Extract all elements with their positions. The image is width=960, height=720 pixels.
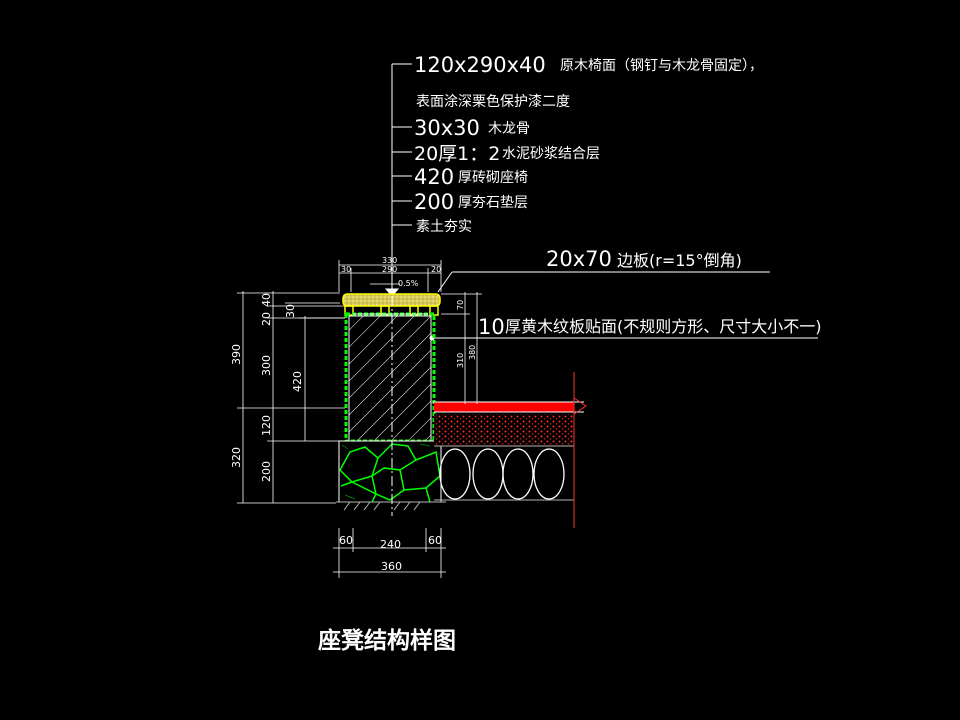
dim-bottom-360: 360	[381, 560, 402, 573]
dim-left-420: 420	[291, 371, 304, 392]
paving-section	[434, 372, 587, 528]
drawing-title: 座凳结构样图	[318, 627, 456, 654]
svg-text:水泥砂浆结合层: 水泥砂浆结合层	[502, 146, 600, 162]
callout-mortar: 20厚1：2 水泥砂浆结合层	[414, 143, 600, 165]
dim-left-30: 30	[284, 304, 297, 318]
svg-text:厚砖砌座椅: 厚砖砌座椅	[458, 170, 528, 186]
svg-text:20厚1：2: 20厚1：2	[414, 143, 500, 165]
svg-text:边板(r=15°倒角): 边板(r=15°倒角)	[617, 251, 742, 270]
ground-marks	[336, 501, 446, 511]
left-dimensions	[237, 291, 345, 504]
dim-right-70: 70	[456, 300, 465, 310]
callout-leader	[384, 63, 412, 297]
callout-keel: 30x30 木龙骨	[414, 116, 530, 140]
dim-bottom-240: 240	[380, 538, 401, 551]
svg-text:420: 420	[414, 165, 454, 189]
dim-bottom-60a: 60	[339, 534, 353, 547]
svg-text:20x70: 20x70	[546, 247, 612, 271]
svg-text:10: 10	[478, 315, 505, 339]
bottom-dimensions	[333, 528, 446, 578]
top-dimensions	[338, 260, 442, 292]
svg-text:30x30: 30x30	[414, 116, 480, 140]
dim-left-300: 300	[260, 355, 273, 376]
dim-top-left: 30	[341, 265, 351, 274]
dim-top-total: 330	[382, 256, 397, 265]
svg-text:木龙骨: 木龙骨	[488, 121, 530, 137]
gravel-foundation	[338, 440, 442, 503]
dim-left-40: 40	[260, 293, 273, 307]
dim-top-right: 20	[431, 265, 441, 274]
brick-bench-body	[344, 312, 436, 443]
right-dimensions	[432, 292, 482, 404]
callout-edge-board: 20x70 边板(r=15°倒角)	[437, 247, 770, 293]
dim-left-20: 20	[260, 312, 273, 326]
dim-right-380: 380	[468, 345, 477, 360]
callout-veneer: 10 厚黄木纹板贴面(不规则方形、尺寸大小不一)	[429, 315, 822, 341]
svg-text:120x290x40: 120x290x40	[414, 53, 546, 77]
dim-left-120: 120	[260, 415, 273, 436]
dim-left-390: 390	[230, 344, 243, 365]
dim-right-310: 310	[456, 353, 465, 368]
svg-text:200: 200	[414, 190, 454, 214]
svg-text:厚夯石垫层: 厚夯石垫层	[458, 195, 528, 211]
svg-text:原木椅面（钢钉与木龙骨固定），: 原木椅面（钢钉与木龙骨固定），	[560, 58, 763, 74]
dim-left-200: 200	[260, 461, 273, 482]
svg-text:厚黄木纹板贴面(不规则方形、尺寸大小不一): 厚黄木纹板贴面(不规则方形、尺寸大小不一)	[505, 317, 822, 336]
dim-left-320: 320	[230, 447, 243, 468]
callout-seat: 120x290x40 原木椅面（钢钉与木龙骨固定），	[414, 53, 763, 77]
callout-finish: 表面涂深栗色保护漆二度	[416, 93, 570, 110]
dim-slope: 0.5%	[398, 279, 419, 288]
callout-gravel: 200 厚夯石垫层	[414, 190, 528, 214]
dim-bottom-60b: 60	[428, 534, 442, 547]
callout-brick: 420 厚砖砌座椅	[414, 165, 528, 189]
callout-soil: 素土夯实	[416, 219, 472, 235]
dim-top-mid: 290	[382, 265, 397, 274]
